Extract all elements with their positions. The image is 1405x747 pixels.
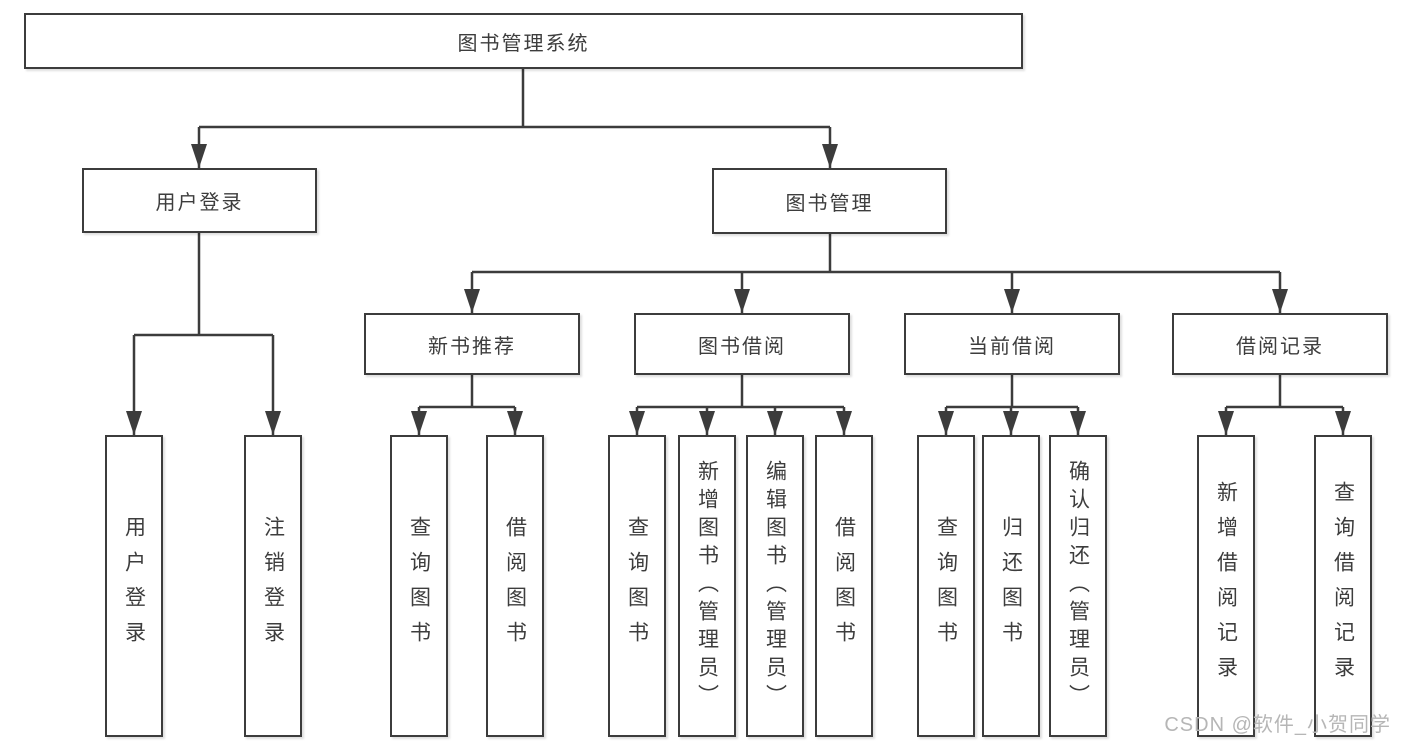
- arrowhead: [1272, 289, 1288, 313]
- arrowhead: [938, 411, 954, 435]
- arrowhead: [126, 411, 142, 435]
- node-borrow-records: 借阅记录: [1172, 313, 1388, 375]
- node-new-book-recommend: 新书推荐: [364, 313, 580, 375]
- leaf-query-books-recommend: 查询图书: [390, 435, 448, 737]
- leaf-label: 编辑图书（管理员）: [763, 460, 787, 712]
- arrowhead: [1004, 289, 1020, 313]
- leaf-return-books: 归还图书: [982, 435, 1040, 737]
- leaf-add-borrow-record: 新增借阅记录: [1197, 435, 1255, 737]
- leaf-confirm-return-admin: 确认归还（管理员）: [1049, 435, 1107, 737]
- node-book-borrowing: 图书借阅: [634, 313, 850, 375]
- node-label: 借阅记录: [1236, 335, 1324, 358]
- csdn-watermark: CSDN @软件_小贺同学: [1164, 714, 1391, 736]
- node-current-borrowing: 当前借阅: [904, 313, 1120, 375]
- leaf-label: 查询图书: [934, 516, 958, 656]
- node-label: 图书借阅: [698, 335, 786, 358]
- arrowhead: [822, 144, 838, 168]
- leaf-label: 查询图书: [407, 516, 431, 656]
- arrowhead: [699, 411, 715, 435]
- leaf-query-books-borrow: 查询图书: [608, 435, 666, 737]
- leaf-edit-books-admin: 编辑图书（管理员）: [746, 435, 804, 737]
- leaf-label: 查询借阅记录: [1331, 481, 1355, 691]
- node-label: 图书管理: [785, 192, 874, 215]
- leaf-query-borrow-record: 查询借阅记录: [1314, 435, 1372, 737]
- node-root-system: 图书管理系统: [24, 13, 1023, 69]
- arrowhead: [836, 411, 852, 435]
- arrowhead: [411, 411, 427, 435]
- leaf-label: 新增图书（管理员）: [695, 460, 719, 712]
- leaf-add-books-admin: 新增图书（管理员）: [678, 435, 736, 737]
- leaf-label: 确认归还（管理员）: [1066, 460, 1090, 712]
- leaf-label: 注销登录: [261, 516, 285, 656]
- leaf-borrow-books: 借阅图书: [815, 435, 873, 737]
- node-label: 当前借阅: [968, 335, 1056, 358]
- node-label: 新书推荐: [428, 335, 516, 358]
- node-book-management: 图书管理: [712, 168, 947, 234]
- leaf-label: 借阅图书: [832, 516, 856, 656]
- leaf-borrow-books-recommend: 借阅图书: [486, 435, 544, 737]
- arrowhead: [629, 411, 645, 435]
- node-user-login: 用户登录: [82, 168, 317, 233]
- leaf-label: 新增借阅记录: [1214, 481, 1238, 691]
- leaf-label: 查询图书: [625, 516, 649, 656]
- leaf-label: 用户登录: [122, 516, 146, 656]
- arrowhead: [734, 289, 750, 313]
- arrowhead: [1003, 411, 1019, 435]
- node-label: 图书管理系统: [457, 32, 590, 55]
- leaf-user-login: 用户登录: [105, 435, 163, 737]
- arrowhead: [507, 411, 523, 435]
- arrowhead: [1218, 411, 1234, 435]
- node-label: 用户登录: [155, 192, 244, 214]
- arrowhead: [191, 144, 207, 168]
- arrowhead: [464, 289, 480, 313]
- leaf-label: 借阅图书: [503, 516, 527, 656]
- arrowhead: [767, 411, 783, 435]
- leaf-query-books-current: 查询图书: [917, 435, 975, 737]
- arrowhead: [1070, 411, 1086, 435]
- arrowhead: [265, 411, 281, 435]
- leaf-label: 归还图书: [999, 516, 1023, 656]
- arrowhead: [1335, 411, 1351, 435]
- leaf-logout: 注销登录: [244, 435, 302, 737]
